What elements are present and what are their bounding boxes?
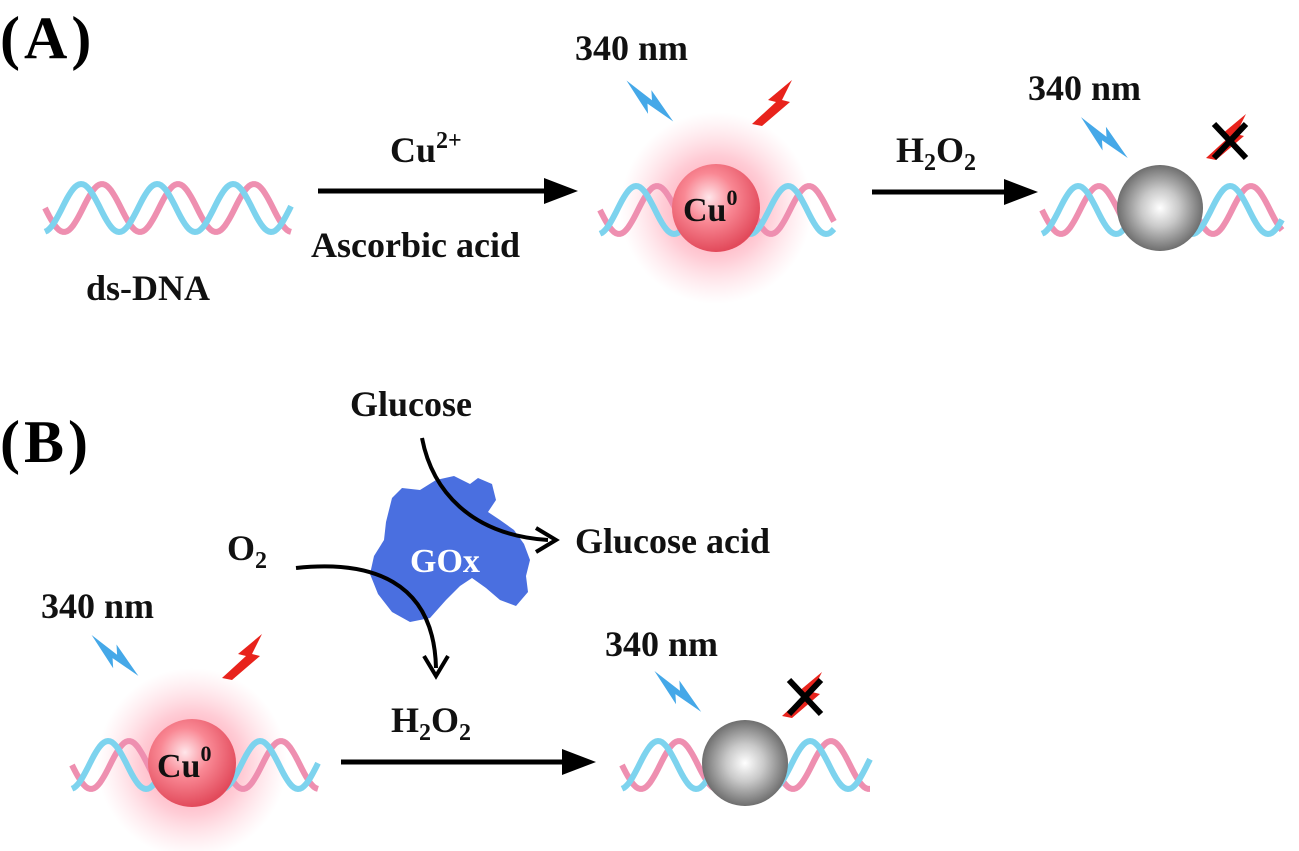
- glucose-label: Glucose: [350, 384, 472, 424]
- cu-particle: [148, 719, 236, 807]
- glucose-acid-label: Glucose acid: [575, 521, 770, 561]
- h2o2-label: H2O2: [391, 700, 471, 746]
- ds-dna-label: ds-DNA: [86, 268, 210, 308]
- cu-particle-label: Cu0: [157, 741, 211, 785]
- panel-a-label: (A): [0, 5, 91, 71]
- glucose-conversion-arrow-icon: [420, 437, 560, 554]
- panel-b-label: (B): [0, 409, 88, 475]
- cu-particle: [672, 164, 760, 252]
- quench-cross-icon: [1211, 121, 1249, 161]
- blue-bolt-icon: [86, 634, 144, 676]
- blue-bolt-icon: [1076, 117, 1133, 159]
- oxygen-reduction-arrow-icon: [295, 564, 450, 680]
- gray-particle: [1117, 165, 1203, 251]
- cu-particle-label: Cu0: [683, 185, 737, 229]
- excitation-wavelength-label: 340 nm: [605, 624, 718, 664]
- oxidized-particle-a: [1039, 165, 1285, 251]
- ds-dna-helix: [42, 180, 294, 236]
- h2o2-label: H2O2: [896, 130, 976, 176]
- cu-nanoparticle-b: Cu0: [69, 668, 321, 851]
- gox-enzyme: GOx: [370, 476, 530, 622]
- blue-bolt-icon: [649, 670, 706, 712]
- cu-nanoparticle-a: Cu0: [597, 112, 837, 304]
- excitation-wavelength-label: 340 nm: [575, 28, 688, 68]
- blue-bolt-icon: [621, 80, 678, 122]
- reagent-ascorbic-acid-label: Ascorbic acid: [311, 225, 520, 265]
- red-bolt-icon: [752, 80, 792, 126]
- dna-strand-blue: [43, 180, 294, 236]
- excitation-wavelength-label: 340 nm: [1028, 68, 1141, 108]
- excitation-wavelength-label: 340 nm: [41, 586, 154, 626]
- gray-particle: [702, 720, 788, 806]
- oxygen-label: O2: [227, 528, 267, 574]
- reagent-cu2-label: Cu2+: [390, 128, 462, 170]
- arrow-icon: [872, 179, 1038, 205]
- quench-cross-icon: [786, 677, 824, 717]
- gox-label: GOx: [410, 543, 480, 580]
- oxidized-particle-b: [619, 720, 873, 806]
- red-bolt-icon: [222, 634, 262, 680]
- arrow-icon: [318, 178, 578, 204]
- arrow-icon: [341, 749, 596, 775]
